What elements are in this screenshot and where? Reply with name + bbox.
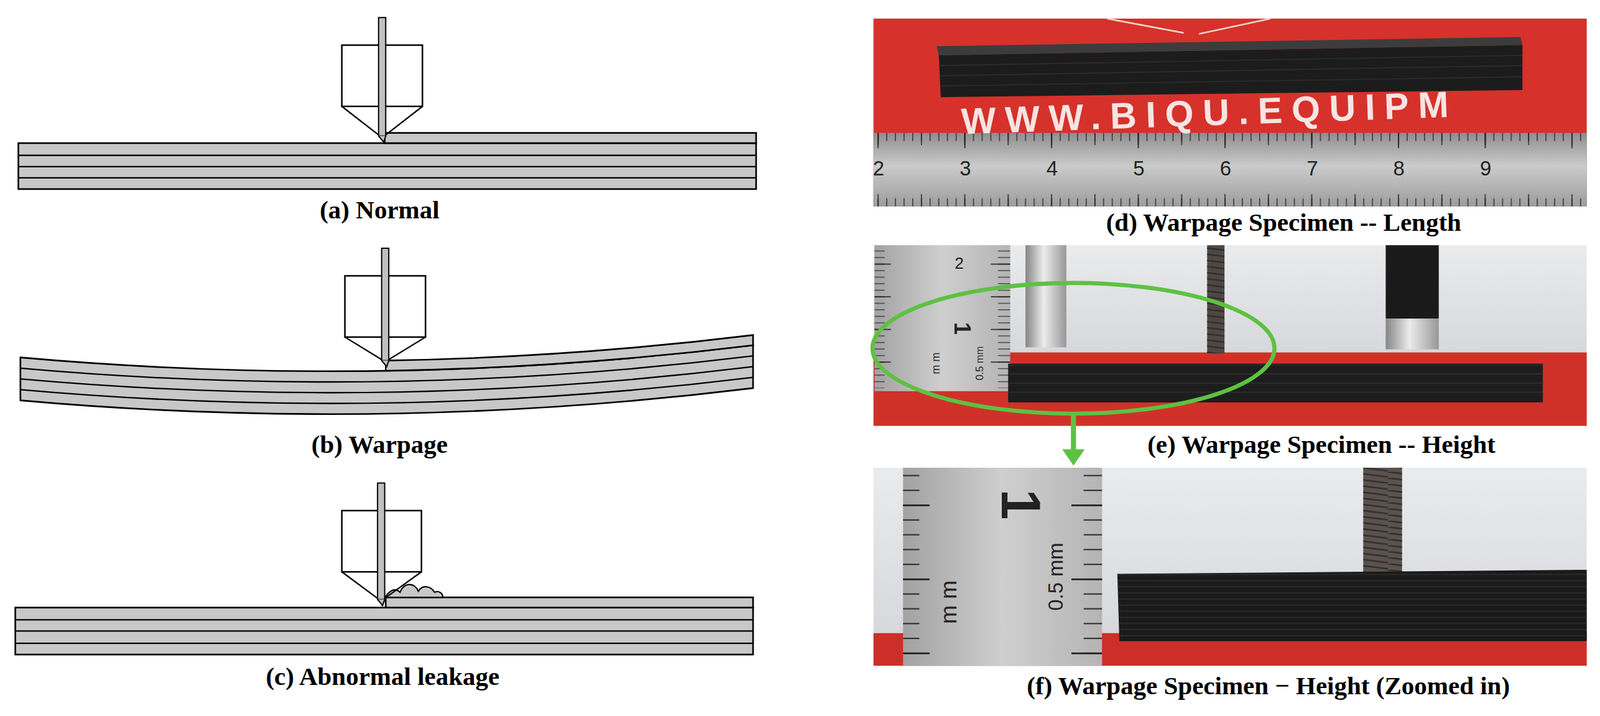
height-photo xyxy=(1385,245,1439,319)
leakage-sketch xyxy=(381,584,443,606)
panel-caption: (d) Warpage Specimen -- Length xyxy=(1106,209,1462,236)
height-photo xyxy=(1008,363,1543,403)
normal-print-sketch xyxy=(378,136,386,143)
ruler-number: 1 xyxy=(993,488,1049,520)
ruler-unit: 0.5 mm xyxy=(1045,542,1067,611)
ruler-number: 7 xyxy=(1306,157,1318,179)
leakage-sketch xyxy=(377,599,385,606)
warpage-sketch xyxy=(385,335,754,372)
leakage-sketch xyxy=(15,607,754,655)
length-photo xyxy=(873,18,1587,207)
height-photo xyxy=(1062,448,1085,466)
leakage-sketch xyxy=(385,596,754,607)
zoomed-height-photo xyxy=(1071,469,1102,664)
ruler-unit: 0.5 mm xyxy=(974,346,985,381)
panel-caption: (f) Warpage Specimen − Height (Zoomed in… xyxy=(1026,672,1510,699)
ruler-number: 6 xyxy=(1220,157,1232,179)
normal-print-sketch xyxy=(384,133,757,144)
height-photo xyxy=(990,249,1010,389)
normal-print-sketch xyxy=(378,17,386,136)
panel-caption: (b) Warpage xyxy=(311,432,448,458)
ruler-number: 5 xyxy=(1132,157,1145,179)
zoomed-height-photo xyxy=(1117,569,1587,642)
panel-caption: (c) Abnormal leakage xyxy=(265,663,500,690)
ruler-unit: m m xyxy=(930,352,942,375)
normal-print-sketch xyxy=(18,143,757,190)
height-photo xyxy=(872,282,1275,414)
warpage-sketch xyxy=(381,360,389,367)
length-photo xyxy=(873,192,1587,207)
length-photo xyxy=(1106,18,1271,35)
leakage-sketch xyxy=(15,619,754,643)
ruler-number: 9 xyxy=(1479,157,1492,179)
leakage-sketch xyxy=(377,483,385,600)
ruler-number: 1 xyxy=(950,322,974,335)
warpage-sketch xyxy=(20,355,754,403)
warpage-sketch xyxy=(381,248,389,361)
panel-caption: (e) Warpage Specimen -- Height xyxy=(1147,432,1496,458)
warpage-sketch xyxy=(20,248,754,415)
panel-caption: (a) Normal xyxy=(319,197,440,224)
ruler-number: 3 xyxy=(959,157,971,179)
height-photo xyxy=(1385,318,1439,349)
watermark: WWW.BIQU.EQUIPM xyxy=(960,86,1459,141)
ruler-number: 8 xyxy=(1393,157,1405,179)
ruler-number: 4 xyxy=(1046,157,1058,179)
leakage-sketch xyxy=(15,483,754,655)
length-photo xyxy=(873,133,1587,207)
height-photo xyxy=(1070,413,1076,452)
ruler-number: 2 xyxy=(873,157,885,179)
zoomed-height-photo xyxy=(1117,569,1587,642)
height-photo xyxy=(1008,365,1543,392)
zoomed-height-photo xyxy=(902,467,1102,666)
normal-print-sketch xyxy=(18,17,757,190)
length-photo xyxy=(939,55,1523,86)
zoomed-height-photo xyxy=(902,469,930,664)
zoomed-height-photo xyxy=(873,467,1587,666)
ruler-number: 2 xyxy=(954,254,964,272)
normal-print-sketch xyxy=(18,155,757,178)
length-photo xyxy=(873,18,1587,207)
height-photo xyxy=(1025,245,1067,347)
height-photo xyxy=(872,245,1587,466)
ruler-unit: m m xyxy=(937,580,961,624)
